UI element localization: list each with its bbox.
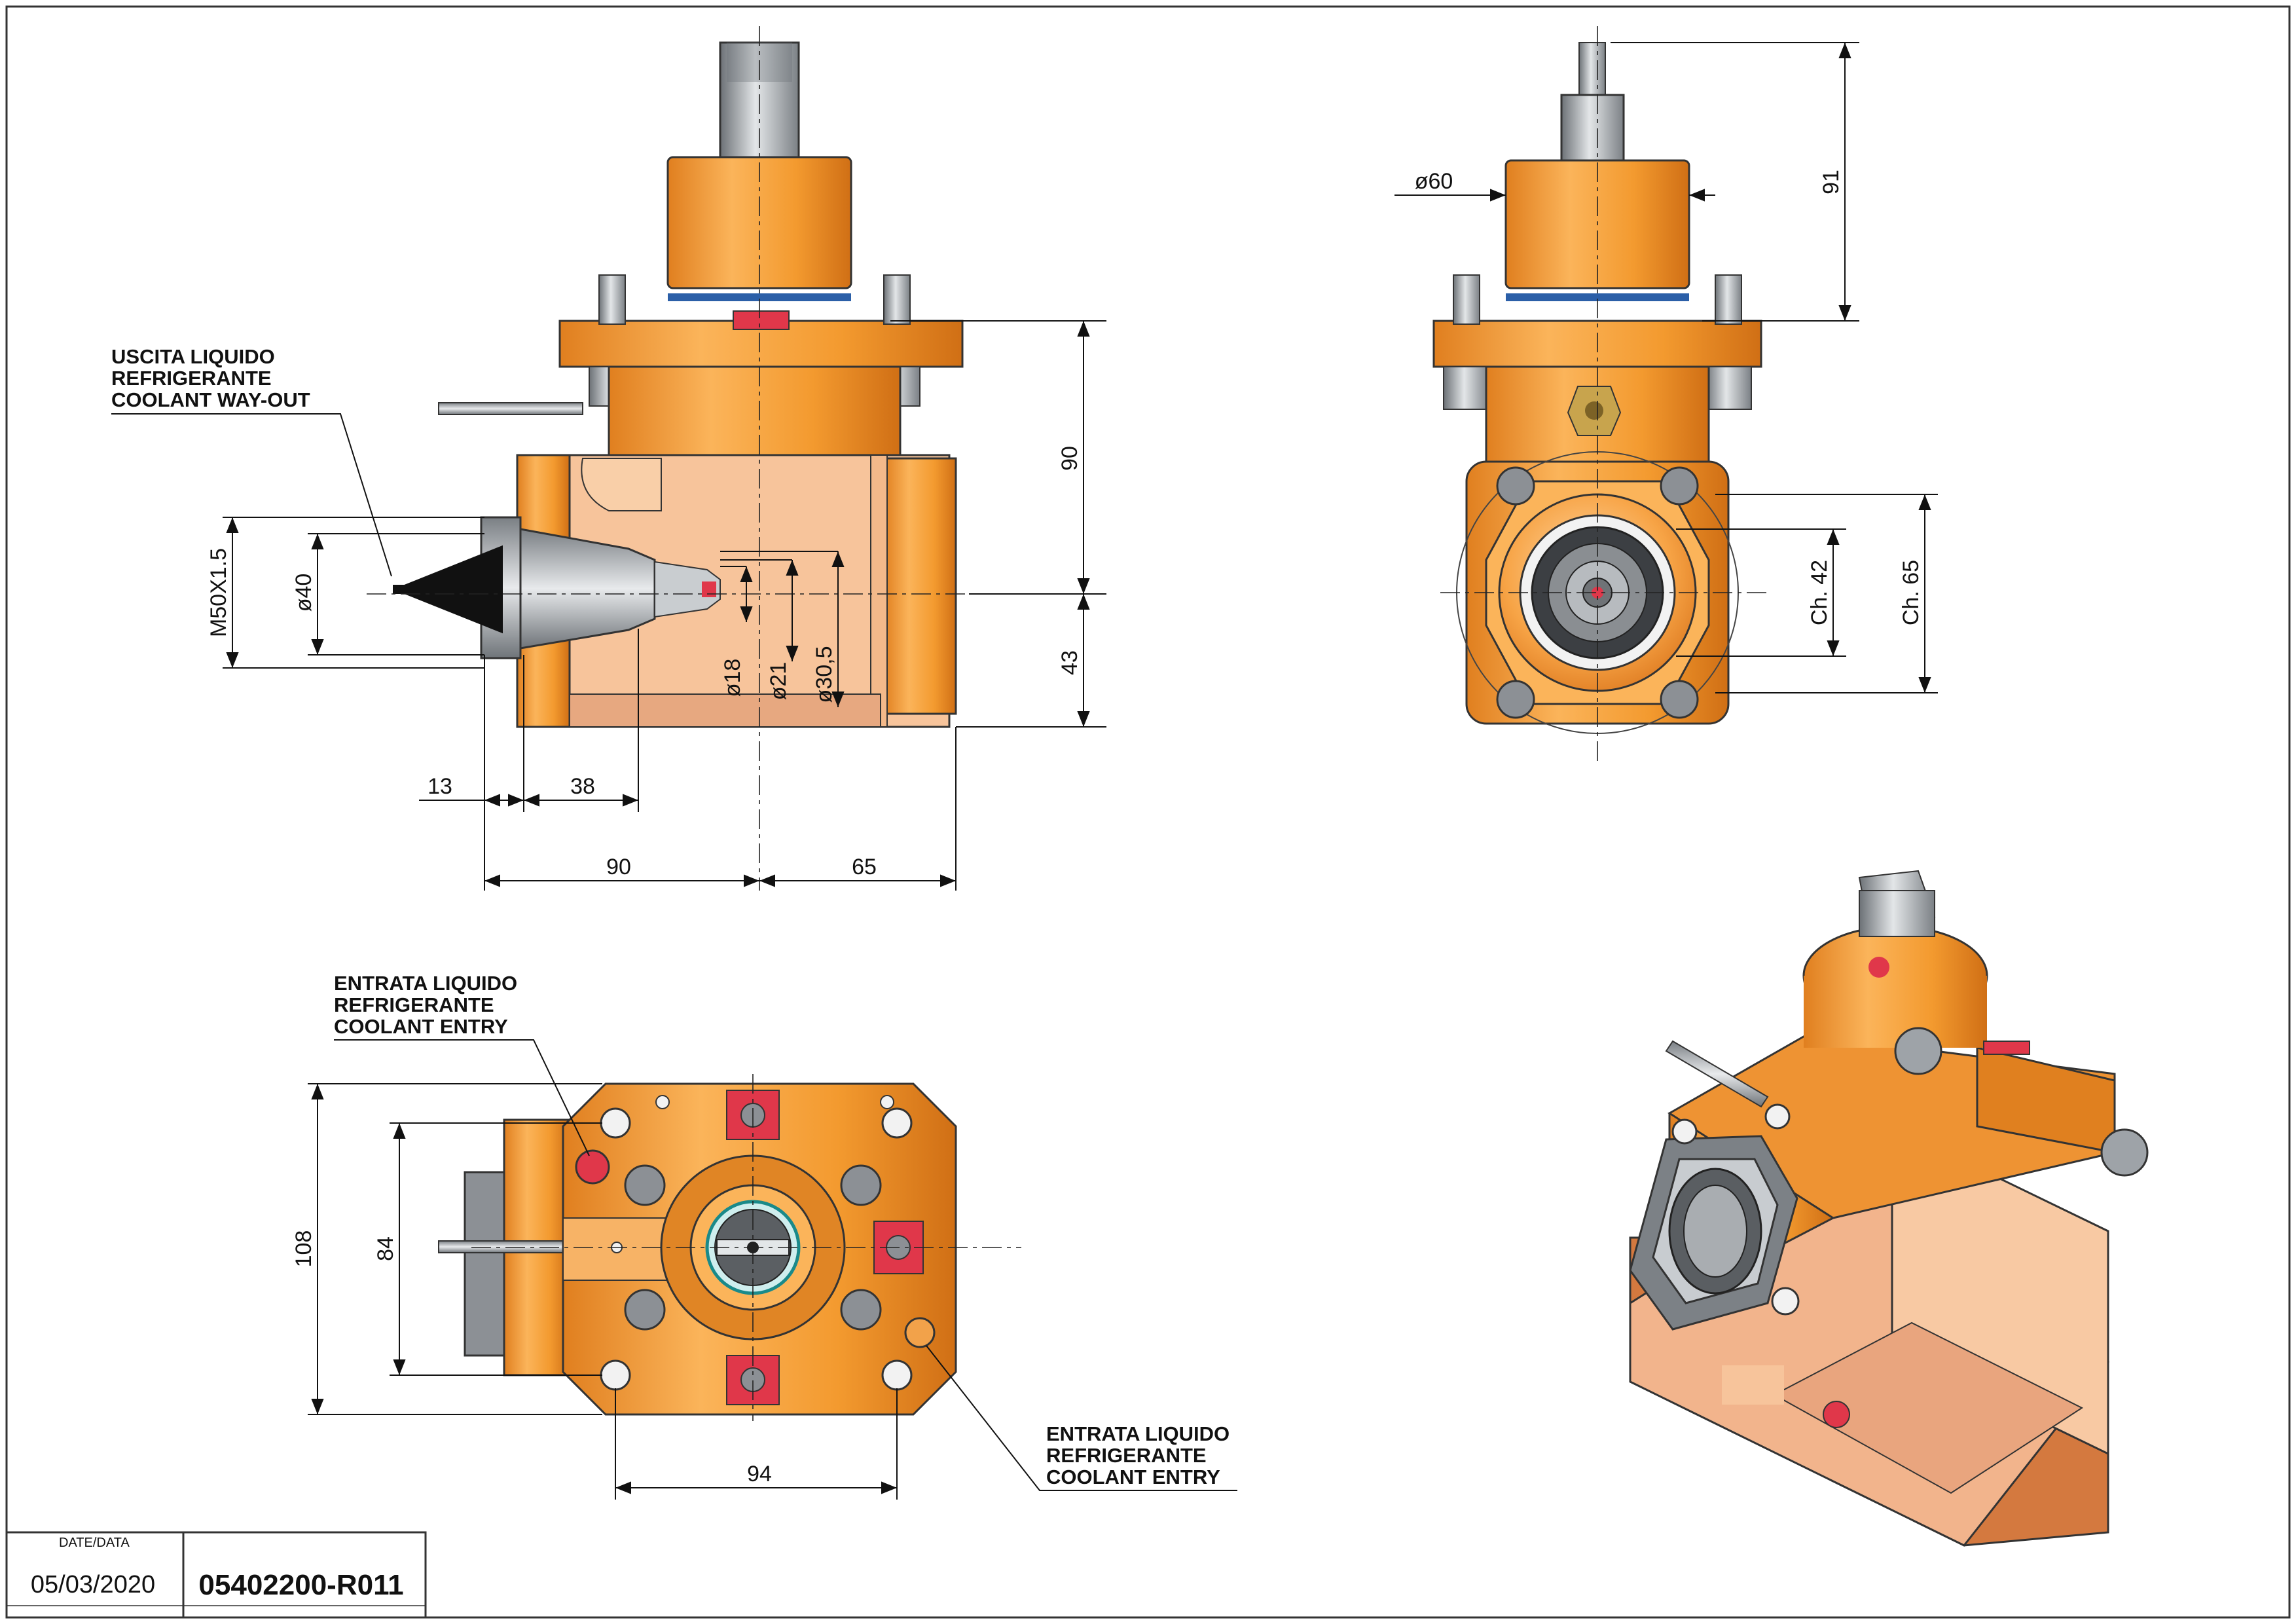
dim-front-13: 13 bbox=[428, 774, 452, 799]
dim-front-90-horizontal: 90 bbox=[606, 855, 631, 879]
dim-thread-m50: M50X1.5 bbox=[206, 548, 231, 637]
dim-ch-65: Ch. 65 bbox=[1899, 560, 1923, 625]
svg-text:COOLANT ENTRY: COOLANT ENTRY bbox=[334, 1015, 508, 1038]
dim-top-108: 108 bbox=[291, 1230, 316, 1268]
svg-text:USCITA LIQUIDO: USCITA LIQUIDO bbox=[111, 345, 275, 368]
dim-top-94: 94 bbox=[747, 1462, 772, 1486]
dim-diameter-30-5: ø30,5 bbox=[812, 646, 837, 703]
dim-diameter-60: ø60 bbox=[1415, 169, 1453, 194]
dim-diameter-18: ø18 bbox=[720, 659, 745, 697]
sheet-border bbox=[5, 5, 2291, 1619]
date-value: 05/03/2020 bbox=[31, 1571, 155, 1598]
side-dimensions: ø60 91 Ch. 42 Ch. 65 bbox=[1394, 42, 1938, 693]
front-view bbox=[393, 41, 964, 728]
dim-top-84: 84 bbox=[373, 1236, 398, 1261]
drawing-code: 05402200-R011 bbox=[198, 1569, 403, 1601]
dim-ch-42: Ch. 42 bbox=[1807, 560, 1832, 625]
top-view bbox=[438, 1082, 957, 1416]
side-view bbox=[1432, 42, 1762, 734]
dim-diameter-21: ø21 bbox=[766, 662, 791, 701]
dim-front-38: 38 bbox=[570, 774, 595, 799]
isometric-view bbox=[1629, 870, 2149, 1547]
svg-text:ENTRATA LIQUIDO: ENTRATA LIQUIDO bbox=[1046, 1422, 1230, 1445]
svg-text:REFRIGERANTE: REFRIGERANTE bbox=[1046, 1444, 1207, 1467]
svg-text:REFRIGERANTE: REFRIGERANTE bbox=[334, 993, 494, 1016]
svg-text:ENTRATA LIQUIDO: ENTRATA LIQUIDO bbox=[334, 972, 517, 995]
dim-diameter-40: ø40 bbox=[291, 574, 316, 612]
front-dimensions: 90 43 13 38 90 65 M50X1.5 ø40 ø18 ø21 bbox=[206, 320, 1106, 891]
svg-text:REFRIGERANTE: REFRIGERANTE bbox=[111, 367, 272, 390]
svg-text:COOLANT ENTRY: COOLANT ENTRY bbox=[1046, 1466, 1220, 1488]
title-block: DATE/DATA 05/03/2020 05402200-R011 bbox=[5, 1531, 427, 1619]
dim-front-43: 43 bbox=[1057, 650, 1082, 675]
note-coolant-entry-left: ENTRATA LIQUIDO REFRIGERANTE COOLANT ENT… bbox=[334, 972, 590, 1156]
dim-front-65: 65 bbox=[852, 855, 877, 879]
svg-text:COOLANT WAY-OUT: COOLANT WAY-OUT bbox=[111, 388, 310, 411]
date-label: DATE/DATA bbox=[59, 1536, 130, 1550]
top-dimensions: 108 84 94 bbox=[291, 1083, 898, 1500]
dim-side-91: 91 bbox=[1819, 170, 1844, 194]
note-coolant-way-out: USCITA LIQUIDO REFRIGERANTE COOLANT WAY-… bbox=[111, 345, 392, 577]
dim-front-90-vertical: 90 bbox=[1057, 446, 1082, 471]
note-coolant-entry-right: ENTRATA LIQUIDO REFRIGERANTE COOLANT ENT… bbox=[926, 1345, 1237, 1491]
